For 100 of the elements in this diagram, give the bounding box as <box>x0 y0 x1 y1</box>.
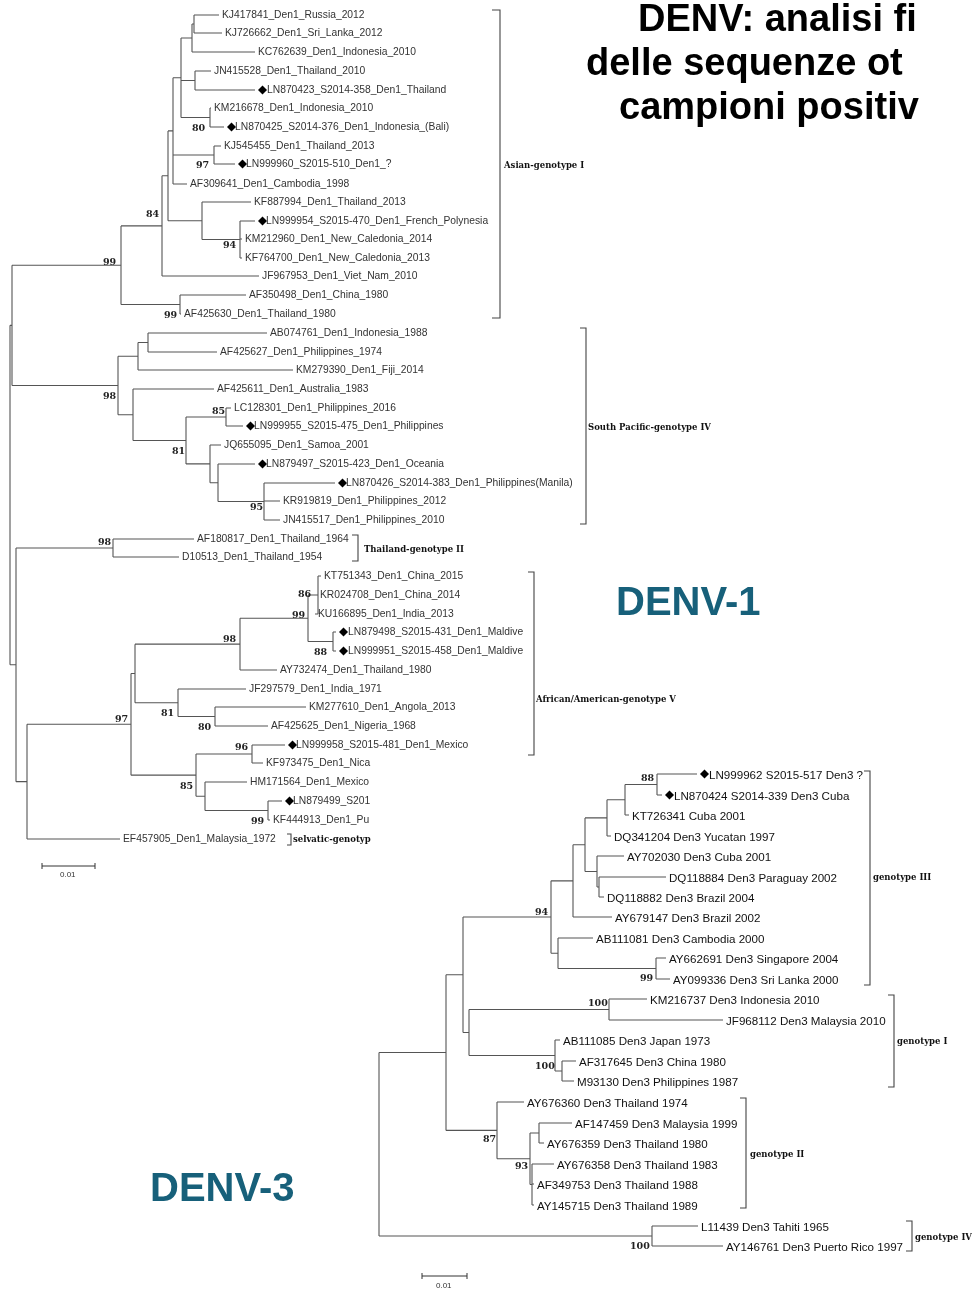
taxon-label: AY732474_Den1_Thailand_1980 <box>280 664 432 676</box>
taxon-label: KM216737 Den3 Indonesia 2010 <box>650 992 820 1006</box>
bootstrap-value: 85 <box>180 779 194 791</box>
taxon-label: JQ655095_Den1_Samoa_2001 <box>224 439 369 451</box>
taxon-label: L11439 Den3 Tahiti 1965 <box>701 1219 829 1233</box>
bootstrap-value: 81 <box>172 444 186 456</box>
taxon-label: HM171564_Den1_Mexico <box>250 776 370 788</box>
taxon-label: KF973475_Den1_Nica <box>266 757 371 769</box>
bootstrap-value: 94 <box>223 238 237 250</box>
genotype-label: genotype IV <box>915 1232 972 1243</box>
taxon-label: AY702030 Den3 Cuba 2001 <box>627 849 772 863</box>
bootstrap-value: 87 <box>483 1132 497 1144</box>
taxon-label: AF425625_Den1_Nigeria_1968 <box>271 720 416 732</box>
genotype-label: Thailand-genotype II <box>364 544 464 555</box>
taxon-label: AY099336 Den3 Sri Lanka 2000 <box>673 972 839 986</box>
taxon-label: AF309641_Den1_Cambodia_1998 <box>190 178 350 190</box>
taxon-label: LN870426_S2014-383_Den1_Philippines(Manila) <box>346 477 573 489</box>
bootstrap-value: 99 <box>640 971 654 983</box>
taxon-label: AY145715 Den3 Thailand 1989 <box>537 1198 698 1212</box>
taxon-label: AY676359 Den3 Thailand 1980 <box>547 1136 708 1150</box>
taxon-label: LN999955_S2015-475_Den1_Philippines <box>254 420 444 432</box>
bootstrap-value: 88 <box>314 645 328 657</box>
taxon-label: LN879499_S201 <box>293 795 371 807</box>
scale-label: 0.01 <box>436 1280 452 1290</box>
slide-title: DENV: analisi fi delle sequenze ot campioni positiv <box>586 0 919 128</box>
taxon-label: AF350498_Den1_China_1980 <box>249 289 389 301</box>
taxon-label: LN999951_S2015-458_Den1_Maldive <box>348 645 524 657</box>
bootstrap-value: 97 <box>115 712 129 724</box>
taxon-label: AF180817_Den1_Thailand_1964 <box>197 533 349 545</box>
taxon-label: AF147459 Den3 Malaysia 1999 <box>575 1116 738 1130</box>
bootstrap-value: 98 <box>103 389 117 401</box>
taxon-label: JF968112 Den3 Malaysia 2010 <box>726 1013 886 1027</box>
taxon-label: AY679147 Den3 Brazil 2002 <box>615 910 761 924</box>
bootstrap-value: 99 <box>292 608 306 620</box>
taxon-label: KJ417841_Den1_Russia_2012 <box>222 9 365 21</box>
taxon-label: LN870424 S2014-339 Den3 Cuba <box>674 788 850 802</box>
taxon-label: AF425611_Den1_Australia_1983 <box>217 383 369 395</box>
taxon-label: LN870425_S2014-376_Den1_Indonesia_(Bali) <box>235 121 450 133</box>
taxon-label: KF764700_Den1_New_Caledonia_2013 <box>245 252 430 264</box>
bootstrap-value: 99 <box>164 308 178 320</box>
taxon-label: KM279390_Den1_Fiji_2014 <box>296 364 424 376</box>
bootstrap-value: 85 <box>212 404 226 416</box>
genotype-label: African/American-genotype V <box>536 694 676 705</box>
bootstrap-value: 84 <box>146 207 160 219</box>
taxon-label: KT751343_Den1_China_2015 <box>324 570 464 582</box>
taxon-label: M93130 Den3 Philippines 1987 <box>577 1074 739 1088</box>
taxon-label: AY146761 Den3 Puerto Rico 1997 <box>726 1239 904 1253</box>
taxon-label: KM212960_Den1_New_Caledonia_2014 <box>245 233 433 245</box>
genotype-label: South Pacific-genotype IV <box>588 422 711 433</box>
taxon-label: AB074761_Den1_Indonesia_1988 <box>270 327 428 339</box>
genotype-label: Asian-genotype I <box>504 160 585 171</box>
taxon-label: DQ341204 Den3 Yucatan 1997 <box>614 829 775 843</box>
taxon-label: D10513_Den1_Thailand_1954 <box>182 551 323 563</box>
taxon-label: LC128301_Den1_Philippines_2016 <box>234 402 397 414</box>
taxon-label: AF425627_Den1_Philippines_1974 <box>220 346 383 358</box>
taxon-label: AB111085 Den3 Japan 1973 <box>563 1033 711 1047</box>
bootstrap-value: 100 <box>630 1239 650 1251</box>
genotype-label: genotype II <box>750 1149 805 1160</box>
taxon-label: KR919819_Den1_Philippines_2012 <box>283 495 447 507</box>
serotype-heading: DENV-1 <box>616 579 761 624</box>
bootstrap-value: 94 <box>535 905 549 917</box>
bootstrap-value: 99 <box>251 814 265 826</box>
taxon-label: DQ118882 Den3 Brazil 2004 <box>607 890 755 904</box>
bootstrap-value: 98 <box>98 535 112 547</box>
taxon-label: KR024708_Den1_China_2014 <box>320 589 461 601</box>
taxon-label: KU166895_Den1_India_2013 <box>318 608 454 620</box>
taxon-label: AY676358 Den3 Thailand 1983 <box>557 1157 718 1171</box>
bootstrap-value: 86 <box>298 587 312 599</box>
taxon-label: DQ118884 Den3 Paraguay 2002 <box>669 870 838 884</box>
scale-label: 0.01 <box>60 869 76 879</box>
genotype-label: selvatic-genotyp <box>293 834 371 845</box>
taxon-label: JN415517_Den1_Philippines_2010 <box>283 514 445 526</box>
taxon-label: LN870423_S2014-358_Den1_Thailand <box>267 84 447 96</box>
bootstrap-value: 93 <box>515 1159 529 1171</box>
taxon-label: JF297579_Den1_India_1971 <box>249 683 382 695</box>
taxon-label: AF317645 Den3 China 1980 <box>579 1054 726 1068</box>
bootstrap-value: 96 <box>235 740 249 752</box>
bootstrap-value: 80 <box>192 121 206 133</box>
bootstrap-value: 100 <box>588 996 608 1008</box>
genotype-label: genotype I <box>897 1036 948 1047</box>
taxon-label: LN999962 S2015-517 Den3 ? <box>709 767 864 781</box>
taxon-label: EF457905_Den1_Malaysia_1972 <box>123 833 276 845</box>
bootstrap-value: 99 <box>103 255 117 267</box>
taxon-label: AY676360 Den3 Thailand 1974 <box>527 1095 688 1109</box>
taxon-label: LN999954_S2015-470_Den1_French_Polynesia <box>266 215 489 227</box>
taxon-label: JF967953_Den1_Viet_Nam_2010 <box>262 270 418 282</box>
taxon-label: AF425630_Den1_Thailand_1980 <box>184 308 336 320</box>
taxon-label: AF349753 Den3 Thailand 1988 <box>537 1177 698 1191</box>
taxon-label: KF444913_Den1_Pu <box>273 814 370 826</box>
bootstrap-value: 88 <box>641 771 655 783</box>
taxon-label: AB111081 Den3 Cambodia 2000 <box>596 931 765 945</box>
taxon-label: LN879497_S2015-423_Den1_Oceania <box>266 458 445 470</box>
bootstrap-value: 97 <box>196 158 210 170</box>
bootstrap-value: 95 <box>250 500 264 512</box>
taxon-label: KJ726662_Den1_Sri_Lanka_2012 <box>225 27 383 39</box>
bootstrap-value: 80 <box>198 720 212 732</box>
genotype-label: genotype III <box>873 872 932 883</box>
taxon-label: LN999960_S2015-510_Den1_? <box>246 158 392 170</box>
bootstrap-value: 100 <box>535 1059 555 1071</box>
taxon-label: KF887994_Den1_Thailand_2013 <box>254 196 406 208</box>
